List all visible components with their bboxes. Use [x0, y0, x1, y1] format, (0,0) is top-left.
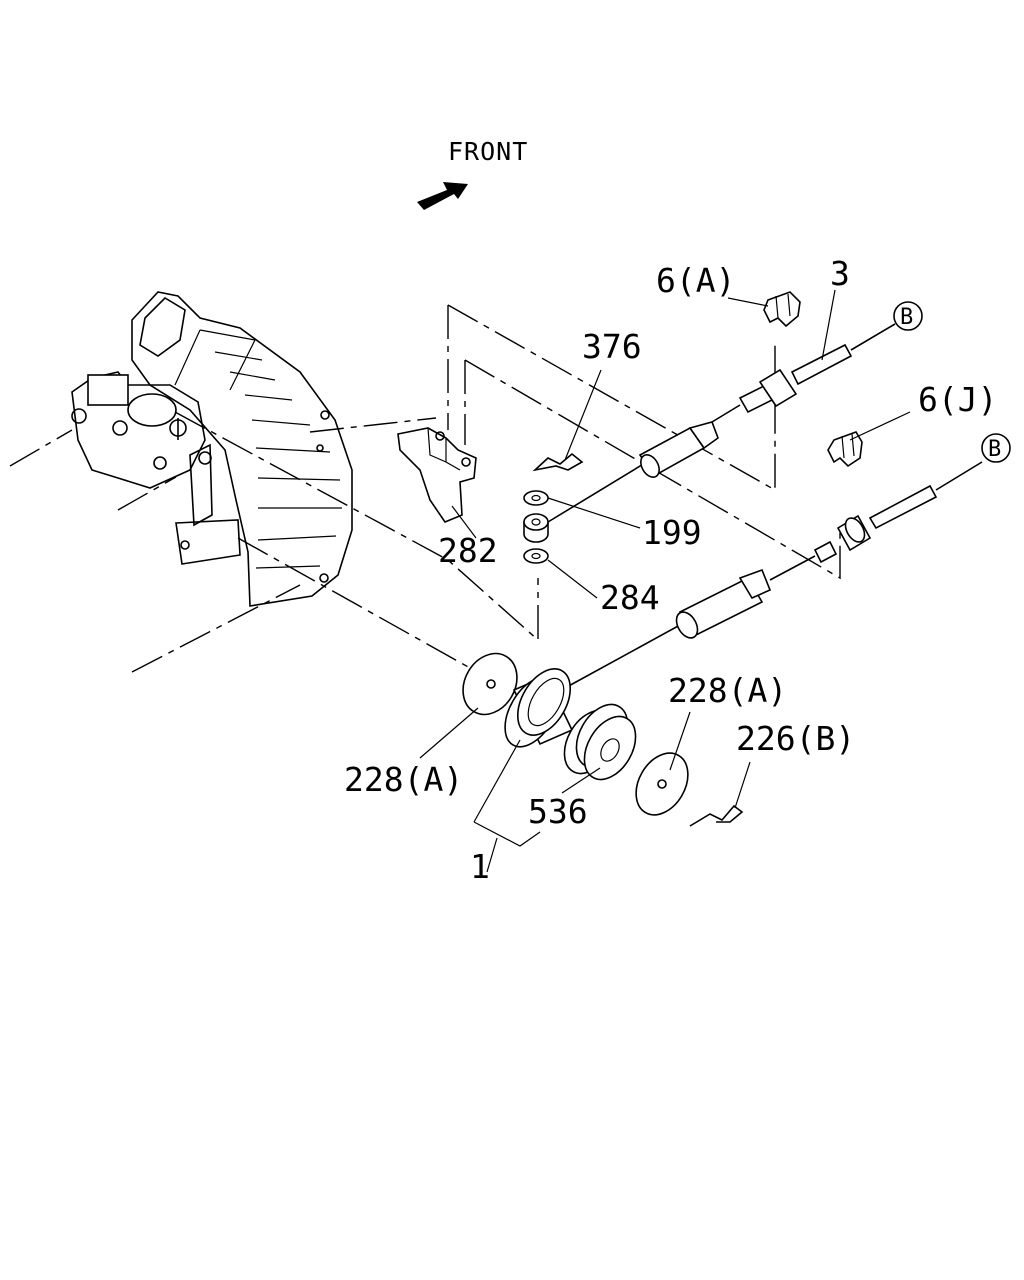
- clip-6a: [763, 291, 801, 328]
- label-6a: 6(A): [656, 261, 735, 300]
- label-376: 376: [582, 327, 642, 366]
- label-536: 536: [528, 792, 588, 831]
- bushing-199: [523, 490, 549, 543]
- label-1: 1: [470, 847, 490, 886]
- upper-cable-3: [547, 323, 896, 523]
- washer-284: [523, 548, 549, 564]
- label-3: 3: [830, 254, 850, 293]
- label-228a-right: 228(A): [668, 671, 787, 710]
- label-6j: 6(J): [918, 380, 997, 419]
- grommet-536: [563, 703, 637, 781]
- clip-376: [532, 452, 584, 472]
- label-226b: 226(B): [736, 719, 855, 758]
- bracket-282: [397, 427, 477, 523]
- leader-lines: [419, 289, 911, 873]
- label-228a-left: 228(A): [344, 760, 463, 799]
- ring-1: [504, 668, 574, 748]
- front-label: FRONT: [448, 137, 528, 166]
- label-199: 199: [642, 513, 702, 552]
- front-direction-arrow-icon: [417, 182, 468, 210]
- center-lines: [9, 304, 841, 673]
- connector-letter-upper: B: [900, 305, 913, 330]
- label-282: 282: [438, 531, 498, 570]
- washer-228a-right: [635, 752, 689, 816]
- clip-6j: [827, 431, 863, 468]
- part-labels: 6(A) 3 6(J) 376 199 282 284 228(A) 226(B…: [344, 254, 997, 886]
- label-284: 284: [600, 578, 660, 617]
- transmission-housing: [71, 291, 353, 607]
- clip-226b: [689, 804, 744, 827]
- front-indicator: FRONT: [417, 137, 528, 210]
- connector-mark-upper: B: [893, 301, 923, 331]
- circled-letter-icon: [981, 433, 1011, 463]
- connector-letter-lower: B: [988, 437, 1001, 462]
- connector-mark-lower: B: [981, 433, 1011, 463]
- lower-cable: [564, 461, 983, 689]
- circled-letter-icon: [893, 301, 923, 331]
